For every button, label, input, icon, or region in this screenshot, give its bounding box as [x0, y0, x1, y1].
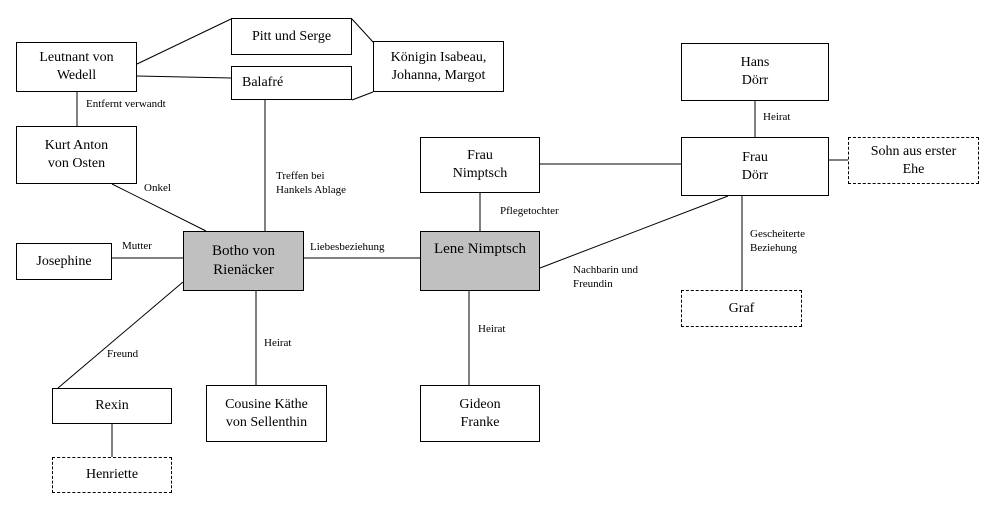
label-treffen-bei-hankels-ablage: Treffen bei Hankels Ablage	[276, 170, 346, 196]
node-leutnant-von-wedell: Leutnant von Wedell	[16, 42, 137, 92]
label-mutter: Mutter	[122, 240, 152, 252]
node-graf: Graf	[681, 290, 802, 327]
edge-lene-frau-doerr	[539, 195, 729, 269]
node-rexin: Rexin	[52, 388, 172, 424]
edge-leutnant-balafre	[136, 75, 232, 79]
label-gescheiterte-beziehung: Gescheiterte Beziehung	[750, 228, 805, 254]
label-nachbarin-und-freundin: Nachbarin und Freundin	[573, 264, 639, 287]
label-entfernt-verwandt: Entfernt verwandt	[86, 98, 166, 110]
node-gideon-franke: Gideon Franke	[420, 385, 540, 442]
edge-balafre-koenigin	[351, 91, 374, 101]
label-liebesbeziehung: Liebesbeziehung	[310, 241, 385, 253]
label-onkel: Onkel	[144, 182, 171, 194]
node-frau-doerr: Frau Dörr	[681, 137, 829, 196]
node-cousine-kaethe: Cousine Käthe von Sellenthin	[206, 385, 327, 442]
node-henriette: Henriette	[52, 457, 172, 493]
label-freund: Freund	[107, 348, 139, 360]
label-heirat-kaethe: Heirat	[264, 337, 292, 349]
label-heirat-gideon: Heirat	[478, 323, 506, 335]
label-pflegetochter: Pflegetochter	[500, 205, 559, 217]
edge-botho-rexin	[57, 281, 184, 389]
node-pitt-und-serge: Pitt und Serge	[231, 18, 352, 55]
node-josephine: Josephine	[16, 243, 112, 280]
node-koenigin-isabeau: Königin Isabeau, Johanna, Margot	[373, 41, 504, 92]
node-balafre: Balafré	[231, 66, 352, 100]
node-botho-von-rienaecker: Botho von Rienäcker	[183, 231, 304, 291]
node-lene-nimptsch: Lene Nimptsch	[420, 231, 540, 291]
node-frau-nimptsch: Frau Nimptsch	[420, 137, 540, 193]
edge-kurt-botho	[111, 183, 207, 232]
edge-pitt-koenigin	[351, 18, 374, 43]
node-sohn-aus-erster-ehe: Sohn aus erster Ehe	[848, 137, 979, 184]
label-heirat-hans: Heirat	[763, 111, 791, 123]
node-kurt-anton-von-osten: Kurt Anton von Osten	[16, 126, 137, 184]
node-hans-doerr: Hans Dörr	[681, 43, 829, 101]
edge-leutnant-pitt	[136, 18, 232, 65]
